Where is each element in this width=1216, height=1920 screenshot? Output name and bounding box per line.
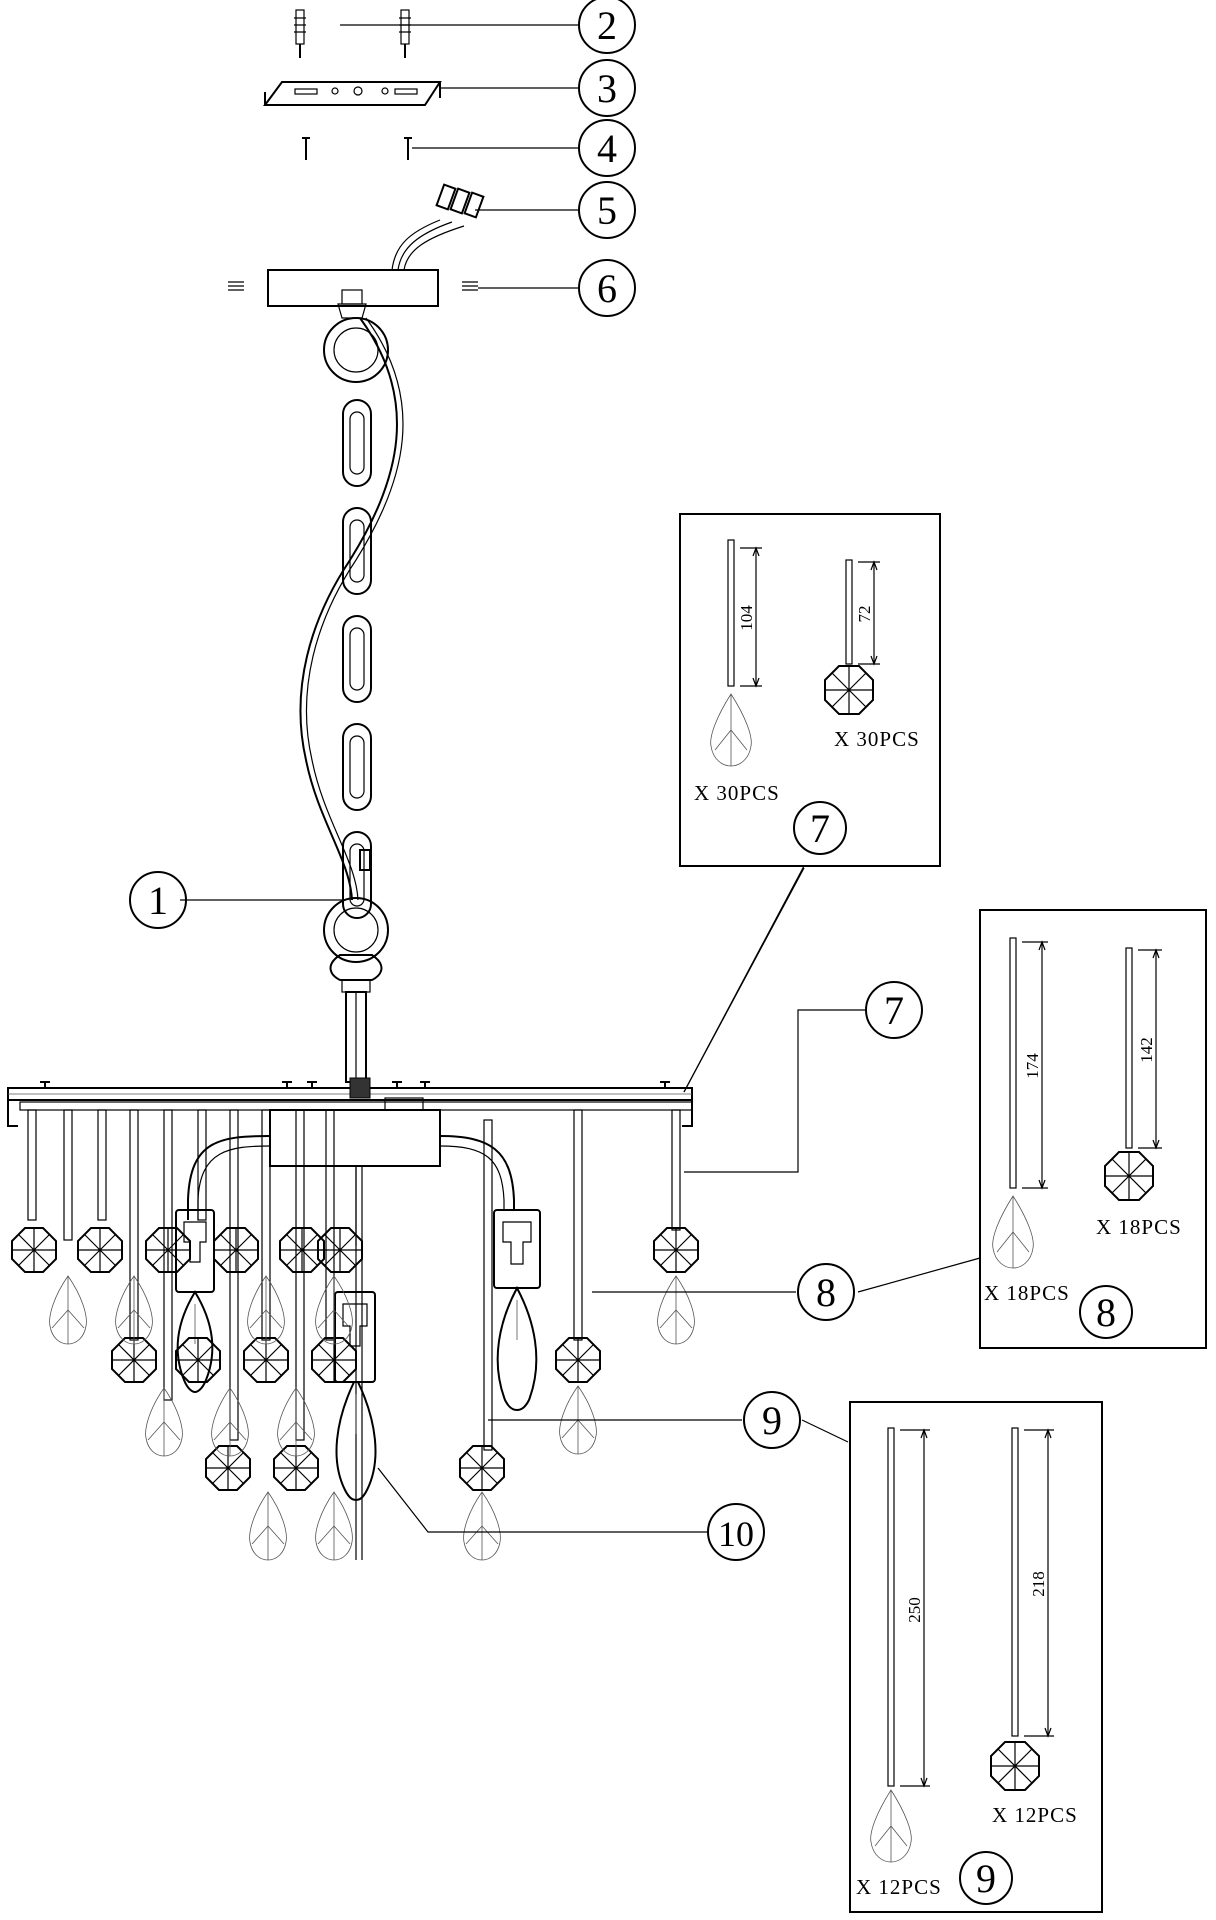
wire-connectors [391,183,485,271]
mounting-bracket [263,81,442,106]
detail-7-short-dim: 72 [855,606,874,623]
callout-5-label: 5 [597,188,617,233]
crystal-rods [27,1109,681,1451]
callout-10: 10 [707,1503,765,1561]
callout-7-frame-label: 7 [884,988,904,1033]
detail-9-number: 9 [976,1856,996,1901]
callout-8: 8 [797,1263,855,1321]
bracket-screws [302,137,412,160]
power-cord [299,317,404,901]
callout-9: 9 [743,1391,801,1449]
hanging-chain [323,289,389,1083]
detail-box-7: 104 72 X 30PCS X 30PCS 7 [679,513,941,867]
canopy [228,269,478,307]
leader-lines [180,24,981,1533]
callout-1-label: 1 [148,878,168,923]
callout-3: 3 [578,59,636,117]
octagon-crystals [11,1227,699,1491]
detail-7-number: 7 [810,806,830,851]
detail-8-qty-octagon: X 18PCS [1096,1215,1182,1239]
callout-9-label: 9 [762,1398,782,1443]
callout-3-label: 3 [597,66,617,111]
ceiling-screws [294,9,411,58]
callout-10-label: 10 [718,1514,754,1554]
detail-8-short-dim: 142 [1137,1037,1156,1063]
detail-7-leader [683,865,805,1093]
callout-5: 5 [578,181,636,239]
detail-9-qty-octagon: X 12PCS [992,1803,1078,1827]
callout-2: 2 [578,0,636,54]
callout-4: 4 [578,119,636,177]
callout-6-label: 6 [597,266,617,311]
detail-9-short-dim: 218 [1029,1571,1048,1597]
callout-2-label: 2 [597,3,617,48]
detail-8-qty-teardrop: X 18PCS [984,1281,1070,1305]
callout-4-label: 4 [597,126,617,171]
detail-7-qty-octagon: X 30PCS [834,727,920,751]
detail-7-qty-teardrop: X 30PCS [694,781,780,805]
callout-6: 6 [578,259,636,317]
detail-8-long-dim: 174 [1023,1053,1042,1079]
detail-8-number: 8 [1096,1290,1116,1335]
detail-9-long-dim: 250 [905,1597,924,1623]
detail-7-long-dim: 104 [737,605,756,631]
callout-8-label: 8 [816,1270,836,1315]
detail-box-8: 174 142 X 18PCS X 18PCS 8 [979,909,1207,1349]
callout-7-frame: 7 [865,981,923,1039]
detail-9-qty-teardrop: X 12PCS [856,1875,942,1899]
callout-1: 1 [129,871,187,929]
detail-box-9: 250 218 X 12PCS X 12PCS 9 [849,1401,1103,1913]
